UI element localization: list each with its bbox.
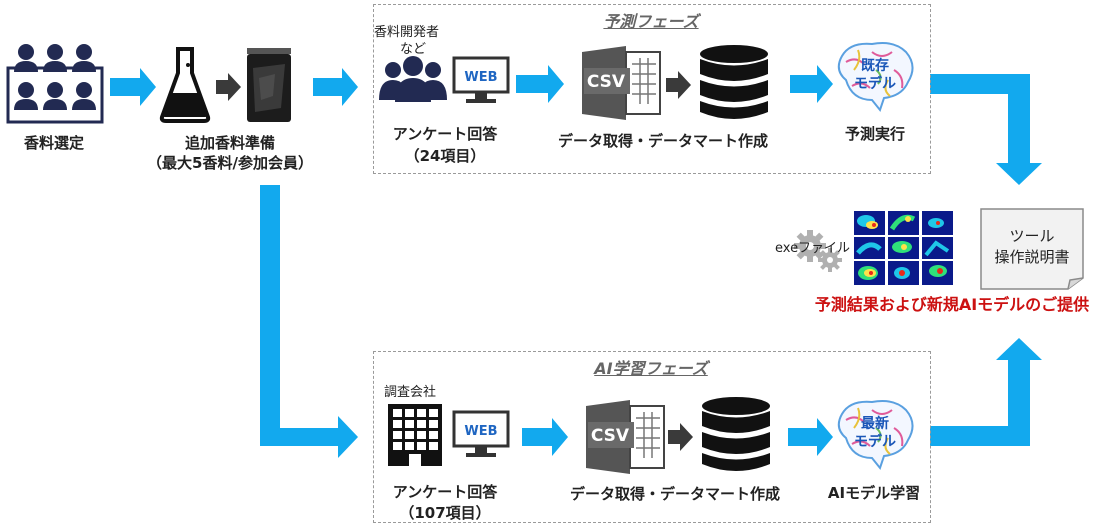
- gear-icon: [792, 226, 842, 272]
- csv-label-bottom: CSV: [591, 426, 630, 446]
- tool-manual-document: ツール 操作説明書: [980, 208, 1084, 290]
- step-prepare-fragrance-label: 追加香料準備: [184, 134, 275, 152]
- csv-label-top: CSV: [587, 72, 626, 92]
- web-label-bottom: WEB: [464, 424, 497, 439]
- ai-learn-label: AIモデル学習: [827, 484, 921, 502]
- tool-manual-line1: ツール: [1009, 227, 1055, 245]
- existing-model-line2: モデル: [854, 75, 896, 92]
- prediction-survey-label: アンケート回答: [392, 125, 498, 143]
- ai-phase-title: AI学習フェーズ: [594, 359, 708, 378]
- arrow-to-prediction-phase: [313, 68, 358, 106]
- existing-model-brain-icon: 既存 モデル: [832, 40, 918, 114]
- arrow-csv-to-db-bottom: [668, 423, 693, 451]
- arrow-web-to-csv-bottom: [522, 418, 568, 456]
- latest-model-line2: モデル: [854, 433, 896, 450]
- prediction-data-label: データ取得・データマート作成: [557, 132, 768, 150]
- ai-survey-sublabel: （107項目）: [399, 504, 491, 522]
- csv-file-icon-bottom: CSV: [584, 398, 668, 476]
- existing-model-line1: 既存: [861, 57, 889, 74]
- respondents-group-icon: [378, 56, 448, 102]
- exe-file-label: exeファイル: [775, 241, 851, 256]
- ai-phase-box: [373, 351, 931, 523]
- arrow-csv-to-db-top: [666, 71, 691, 99]
- tool-manual-line2: 操作説明書: [994, 248, 1070, 266]
- prediction-heatmap-image: [852, 209, 956, 287]
- arrow-flask-to-bag: [216, 73, 241, 101]
- database-icon-top: [698, 44, 770, 122]
- prediction-respondent-sublabel: など: [400, 42, 427, 57]
- web-monitor-icon-top: WEB: [452, 56, 510, 106]
- arrow-db-to-model-top: [790, 65, 833, 103]
- ai-respondent-label: 調査会社: [384, 385, 437, 400]
- arrow-to-flask: [110, 68, 156, 106]
- ai-survey-label: アンケート回答: [392, 483, 498, 501]
- web-label-top: WEB: [464, 70, 497, 85]
- arrow-db-to-model-bottom: [788, 418, 833, 456]
- arrow-to-results: [930, 74, 1042, 185]
- csv-file-icon-top: CSV: [580, 44, 664, 122]
- prediction-run-label: 予測実行: [844, 125, 905, 143]
- latest-model-brain-icon: 最新 モデル: [832, 398, 918, 472]
- prediction-survey-sublabel: （24項目）: [404, 147, 486, 165]
- prediction-phase-box: [373, 4, 931, 174]
- step-select-fragrance-label: 香料選定: [23, 134, 84, 152]
- fragrance-bag-icon: [245, 48, 293, 124]
- database-icon-bottom: [700, 396, 772, 474]
- web-monitor-icon-bottom: WEB: [452, 410, 510, 460]
- prediction-phase-title: 予測フェーズ: [603, 12, 699, 31]
- flask-icon: [158, 47, 212, 123]
- office-building-icon: [388, 404, 442, 466]
- arrow-up-to-results: [930, 338, 1042, 446]
- arrow-to-ai-phase: [260, 185, 358, 458]
- step-prepare-fragrance-sublabel: （最大5香料/参加会員）: [147, 154, 313, 172]
- arrow-web-to-csv-top: [516, 65, 564, 103]
- ai-data-label: データ取得・データマート作成: [569, 485, 780, 503]
- audience-icon: [6, 42, 104, 124]
- prediction-respondent-label: 香料開発者: [374, 25, 440, 40]
- deliverables-caption: 予測結果および新規AIモデルのご提供: [814, 295, 1090, 314]
- latest-model-line1: 最新: [861, 415, 889, 432]
